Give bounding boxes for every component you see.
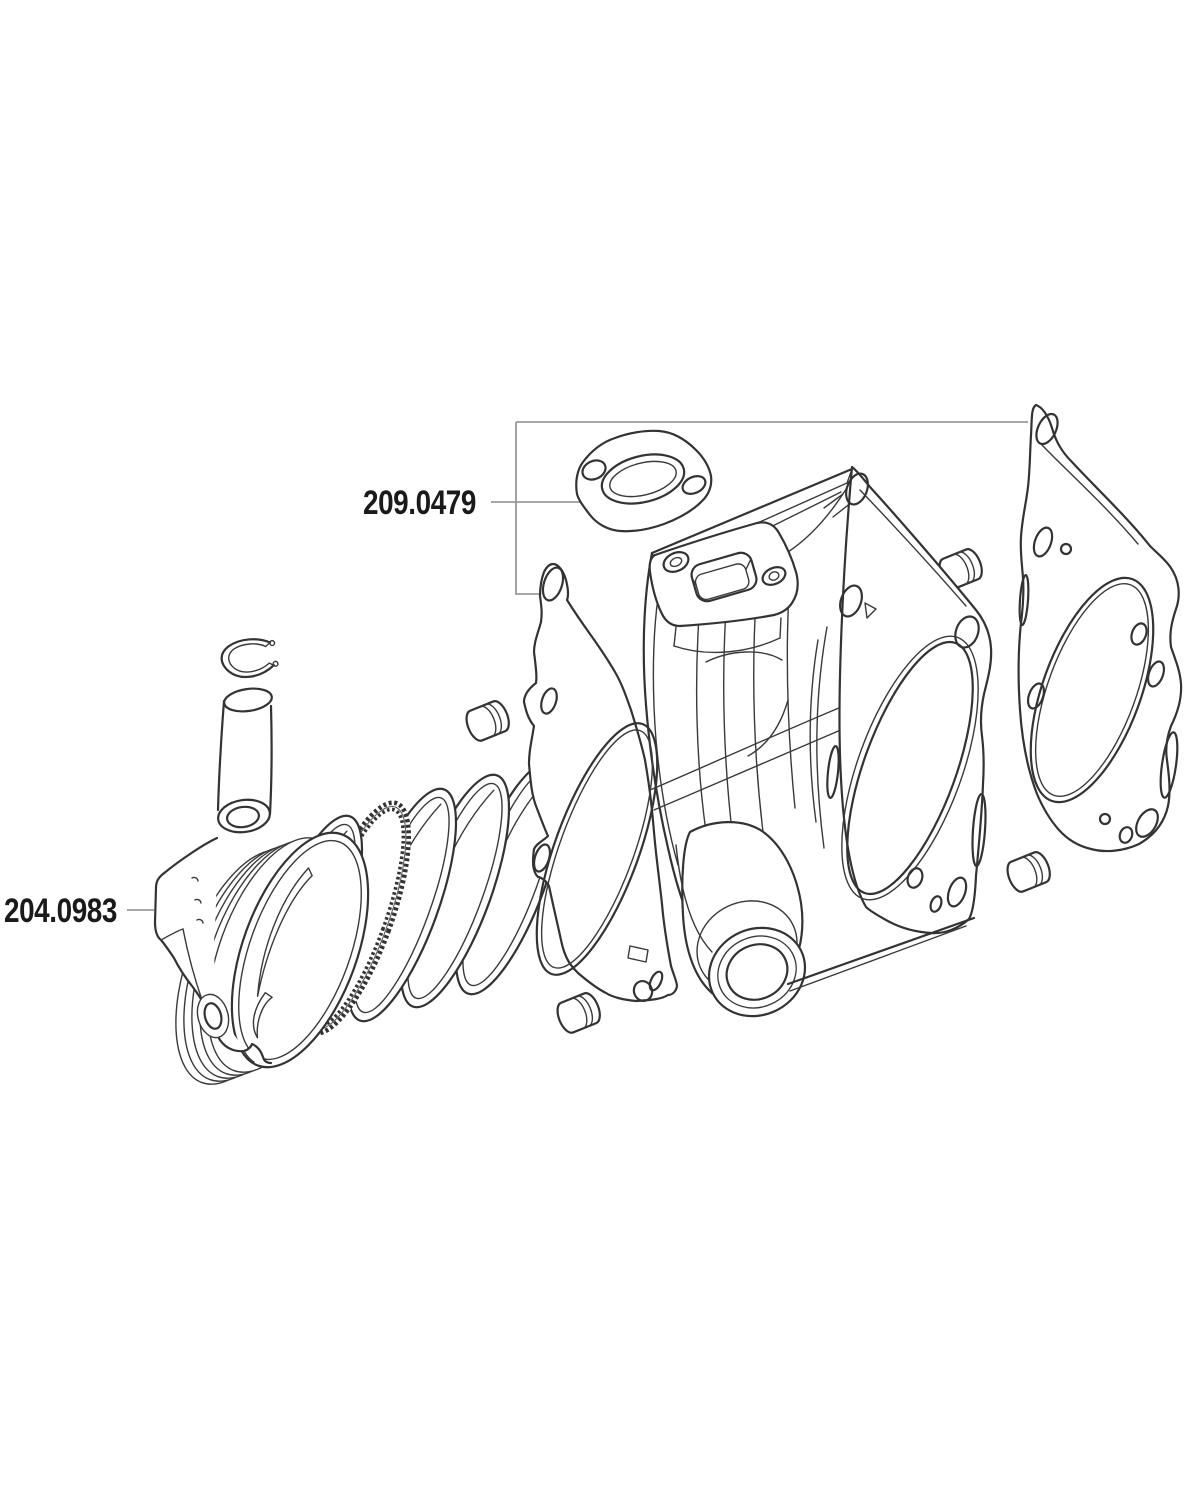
gasket-kit-code-text: 209.0479 [363,483,476,521]
head-gasket [1017,403,1183,853]
piston-pin [216,687,273,834]
label-gasket-kit: 209.0479 [363,483,477,521]
cylinder-body [642,465,993,1018]
base-gasket [522,562,679,1003]
circlip [220,638,279,679]
piston-kit-code-text: 204.0983 [4,891,117,929]
dowel-pin [465,700,510,742]
leader-lines [127,421,1028,911]
exhaust-gasket [575,429,713,533]
label-piston-kit: 204.0983 [4,891,118,929]
dowel-pin [556,992,601,1034]
dowel-pin [1006,851,1051,893]
piston [153,831,370,1085]
exhaust-port [690,551,758,603]
